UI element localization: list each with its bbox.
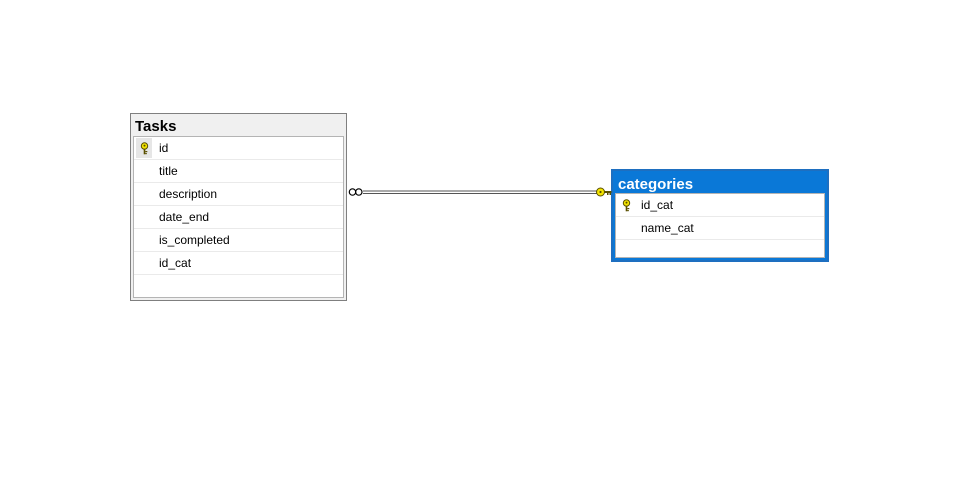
column-name: description — [159, 187, 218, 201]
column-name: id_cat — [159, 256, 192, 270]
categories-column-list: id_cat name_cat — [615, 193, 825, 258]
column-row[interactable]: id_cat — [134, 252, 343, 275]
column-row[interactable]: id — [134, 137, 343, 160]
tasks-table-title: Tasks — [135, 118, 177, 135]
column-name: id — [159, 141, 169, 155]
column-row[interactable]: id_cat — [616, 194, 824, 217]
column-name: is_completed — [159, 233, 230, 247]
categories-table-title: categories — [618, 176, 694, 193]
primary-key-cell — [136, 138, 152, 158]
infinity-icon — [348, 188, 363, 196]
column-name: date_end — [159, 210, 210, 224]
key-icon — [140, 141, 149, 155]
primary-key-cell — [618, 195, 634, 215]
column-name: title — [159, 164, 178, 178]
column-name: name_cat — [641, 221, 694, 235]
categories-table[interactable]: categories id_cat name_cat — [611, 169, 829, 262]
column-row[interactable]: description — [134, 183, 343, 206]
column-row[interactable]: name_cat — [616, 217, 824, 240]
tasks-column-list: id title description date_end is_complet… — [133, 136, 344, 298]
key-icon — [596, 187, 612, 197]
tasks-table[interactable]: Tasks id title description date_end is_c… — [130, 113, 347, 301]
column-name: id_cat — [641, 198, 674, 212]
column-row[interactable]: title — [134, 160, 343, 183]
key-icon — [622, 198, 631, 212]
column-row[interactable]: is_completed — [134, 229, 343, 252]
column-row[interactable]: date_end — [134, 206, 343, 229]
